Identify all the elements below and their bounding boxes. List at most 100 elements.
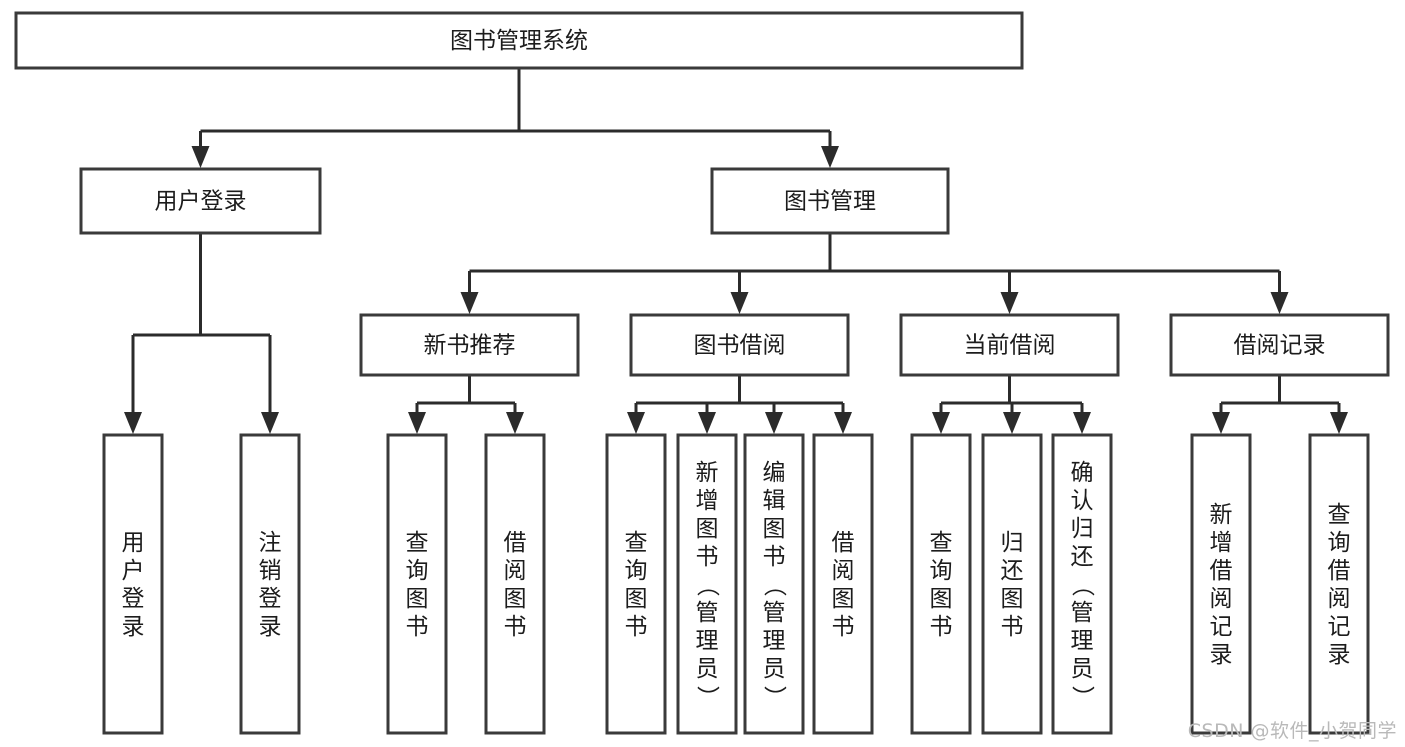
arrow-head-icon <box>1330 412 1348 434</box>
node-label-char: 查 <box>625 530 648 556</box>
node-boxes: 图书管理系统用户登录图书管理新书推荐图书借阅当前借阅借阅记录用户登录注销登录查询… <box>14 11 1390 735</box>
node-label-char: 书 <box>763 544 786 570</box>
node-label-char: 注 <box>259 530 282 556</box>
node-label-char: 员 <box>696 656 719 682</box>
connector-edges <box>124 68 1348 434</box>
node-label-char: 理 <box>696 628 719 654</box>
node-label-char: ） <box>761 686 787 709</box>
node-label-char: 销 <box>259 558 282 584</box>
node-label-char: 管 <box>1071 600 1094 626</box>
node-label-char: 书 <box>832 614 855 640</box>
node-label-char: 编 <box>763 460 786 486</box>
node-leaf-user-login[interactable]: 用户登录 <box>102 433 164 735</box>
node-label-char: 查 <box>406 530 429 556</box>
node-label-char: 书 <box>1001 614 1024 640</box>
node-label-char: 图 <box>504 586 527 612</box>
node-root[interactable]: 图书管理系统 <box>14 11 1024 70</box>
node-new-book-rec[interactable]: 新书推荐 <box>359 313 580 377</box>
node-label-char: 借 <box>1328 558 1351 584</box>
arrow-head-icon <box>765 412 783 434</box>
node-label-char: 录 <box>122 614 145 640</box>
node-label-char: （ <box>694 574 720 597</box>
arrow-head-icon <box>1003 412 1021 434</box>
node-label-char: 归 <box>1071 516 1094 542</box>
arrow-head-icon <box>627 412 645 434</box>
node-label: 用户登录 <box>155 189 247 215</box>
node-book-borrow[interactable]: 图书借阅 <box>629 313 850 377</box>
arrow-head-icon <box>698 412 716 434</box>
arrow-head-icon <box>261 412 279 434</box>
node-label-char: 阅 <box>832 558 855 584</box>
arrow-head-icon <box>506 412 524 434</box>
node-book-manage[interactable]: 图书管理 <box>710 167 950 235</box>
node-label-char: 图 <box>930 586 953 612</box>
node-current-borrow[interactable]: 当前借阅 <box>899 313 1120 377</box>
node-label-char: 用 <box>122 530 145 556</box>
arrow-head-icon <box>408 412 426 434</box>
node-label-char: 记 <box>1328 614 1351 640</box>
arrow-head-icon <box>124 412 142 434</box>
node-label-char: （ <box>761 574 787 597</box>
arrow-head-icon <box>834 412 852 434</box>
node-label-char: 借 <box>832 530 855 556</box>
node-label-char: 图 <box>625 586 648 612</box>
node-label-char: 理 <box>1071 628 1094 654</box>
node-label-char: 录 <box>259 614 282 640</box>
node-label-char: 书 <box>696 544 719 570</box>
node-label: 图书管理 <box>784 189 876 215</box>
node-label-char: 员 <box>763 656 786 682</box>
arrow-head-icon <box>1270 292 1289 314</box>
node-label-char: 认 <box>1071 488 1094 514</box>
node-label-char: 借 <box>1210 558 1233 584</box>
watermark-text: CSDN @软件_小贺同学 <box>1187 720 1397 742</box>
node-borrow-record[interactable]: 借阅记录 <box>1169 313 1390 377</box>
node-label: 新书推荐 <box>424 333 516 359</box>
node-label: 借阅记录 <box>1234 333 1326 359</box>
node-label-char: 录 <box>1210 642 1233 668</box>
node-label-char: 增 <box>1210 530 1233 556</box>
arrow-head-icon <box>1073 412 1091 434</box>
arrow-head-icon <box>1212 412 1230 434</box>
arrow-head-icon <box>1000 292 1019 314</box>
node-label-char: 管 <box>763 600 786 626</box>
node-label-char: 辑 <box>763 488 786 514</box>
node-label-char: 询 <box>625 558 648 584</box>
arrow-head-icon <box>730 292 749 314</box>
arrow-head-icon <box>932 412 950 434</box>
node-label: 图书借阅 <box>694 333 786 359</box>
node-label-char: 书 <box>406 614 429 640</box>
node-label-char: 书 <box>625 614 648 640</box>
node-label-char: 还 <box>1001 558 1024 584</box>
node-user-login[interactable]: 用户登录 <box>79 167 322 235</box>
node-label-char: 理 <box>763 628 786 654</box>
node-label-char: 还 <box>1071 544 1094 570</box>
node-label-char: ） <box>694 686 720 709</box>
node-label-char: 图 <box>1001 586 1024 612</box>
node-label-char: 图 <box>696 516 719 542</box>
node-label-char: 归 <box>1001 530 1024 556</box>
arrow-head-icon <box>460 292 479 314</box>
node-label-char: 管 <box>696 600 719 626</box>
node-label-char: 阅 <box>504 558 527 584</box>
node-label-char: 借 <box>504 530 527 556</box>
node-label-char: 增 <box>696 488 719 514</box>
node-label-char: 阅 <box>1328 586 1351 612</box>
node-label-char: 阅 <box>1210 586 1233 612</box>
node-label-char: 记 <box>1210 614 1233 640</box>
node-label-char: 户 <box>122 558 145 584</box>
node-label-char: 询 <box>1328 530 1351 556</box>
